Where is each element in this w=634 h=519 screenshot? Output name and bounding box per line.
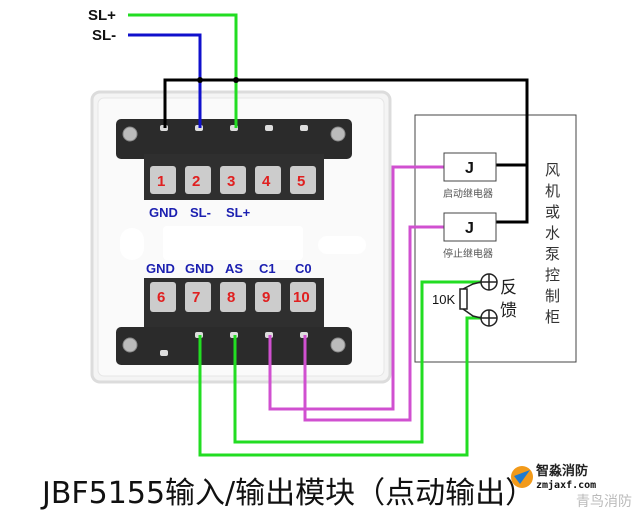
feedback-char-2: 馈: [500, 301, 517, 321]
sl-minus-wire: [128, 33, 202, 128]
watermark-url: zmjaxf.com: [536, 479, 596, 491]
svg-text:机: 机: [545, 182, 560, 200]
terminal-8-number: 8: [227, 289, 235, 306]
top-terminal-block: [116, 119, 352, 200]
sl-plus-label: SL+: [88, 7, 116, 24]
terminal-1-label: GND: [149, 205, 178, 220]
svg-text:风: 风: [545, 161, 560, 179]
terminal-1-number: 1: [157, 173, 165, 190]
bottom-terminal-labels: GND GND AS C1 C0: [146, 261, 312, 276]
bottom-terminal-numbers: 6 7 8 9 10: [157, 289, 310, 306]
top-terminal-numbers: 1 2 3 4 5: [157, 173, 305, 190]
start-relay-caption: 启动继电器: [443, 187, 493, 200]
common-black-wire: [163, 78, 529, 224]
diagram-title: JBF5155输入/输出模块（点动输出）: [40, 476, 535, 511]
start-relay-wire: [268, 165, 444, 411]
watermark-brand: 智淼消防: [536, 463, 588, 479]
control-cabinet-box: [414, 114, 577, 363]
bottom-terminal-block: [116, 278, 352, 365]
terminal-6-label: GND: [146, 261, 175, 276]
stop-relay-symbol: J: [465, 220, 474, 237]
resistor-label: 10K: [432, 292, 455, 307]
terminal-10-number: 10: [293, 289, 310, 306]
stop-relay-caption: 停止继电器: [443, 247, 493, 260]
stop-relay: [443, 212, 497, 242]
terminal-9-number: 9: [262, 289, 270, 306]
terminal-9-label: C1: [259, 261, 276, 276]
watermark: 智淼消防 zmjaxf.com 青鸟消防: [511, 463, 632, 510]
wires: [128, 13, 529, 457]
sl-plus-wire: [128, 13, 238, 128]
start-relay-symbol: J: [465, 160, 474, 177]
terminal-7-label: GND: [185, 261, 214, 276]
svg-text:制: 制: [545, 287, 560, 305]
feedback-wire-as: [233, 280, 482, 444]
terminal-2-number: 2: [192, 173, 200, 190]
terminal-3-label: SL+: [226, 205, 251, 220]
watermark-sub: 青鸟消防: [576, 494, 632, 510]
start-relay: [443, 152, 497, 182]
terminal-5-number: 5: [297, 173, 305, 190]
svg-text:泵: 泵: [545, 245, 560, 263]
feedback-circuit: [459, 273, 498, 327]
stop-relay-wire: [303, 225, 444, 422]
terminal-3-number: 3: [227, 173, 235, 190]
terminal-4-number: 4: [262, 173, 271, 190]
terminal-10-label: C0: [295, 261, 312, 276]
terminal-2-label: SL-: [190, 205, 211, 220]
svg-text:水: 水: [545, 224, 560, 242]
terminal-6-number: 6: [157, 289, 165, 306]
top-terminal-labels: GND SL- SL+: [149, 205, 251, 220]
feedback-wire-gnd: [198, 316, 482, 457]
svg-text:或: 或: [545, 203, 560, 221]
svg-text:控: 控: [545, 266, 560, 284]
terminal-8-label: AS: [225, 261, 243, 276]
cabinet-name-vertical: 风 机 或 水 泵 控 制 柜: [545, 161, 560, 326]
sl-minus-label: SL-: [92, 27, 116, 44]
feedback-char-1: 反: [500, 278, 517, 298]
svg-text:柜: 柜: [545, 308, 560, 326]
terminal-7-number: 7: [192, 289, 200, 306]
